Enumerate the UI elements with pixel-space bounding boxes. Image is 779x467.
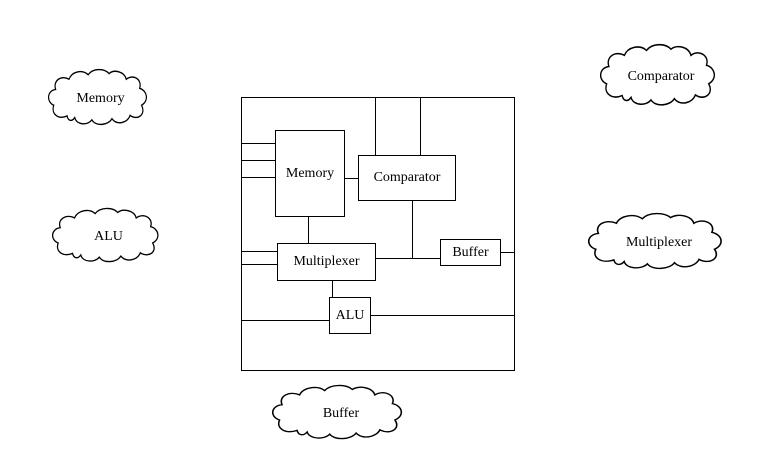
wire	[242, 264, 277, 265]
wire	[501, 252, 514, 253]
wire	[376, 258, 440, 259]
wire	[242, 251, 277, 252]
wire	[242, 143, 275, 144]
wire	[242, 320, 329, 321]
buffer-block: Buffer	[440, 239, 501, 266]
cloud-label-buffer[interactable]: Buffer	[272, 384, 410, 444]
cloud-label-multiplexer-text: Multiplexer	[625, 235, 693, 250]
wire	[242, 177, 275, 178]
cloud-shape	[600, 43, 715, 106]
cloud-label-multiplexer[interactable]: Multiplexer	[588, 212, 730, 274]
comparator-block: Comparator	[358, 155, 456, 201]
cloud-label-memory-text: Memory	[76, 91, 125, 106]
memory-block-label: Memory	[285, 165, 335, 181]
comparator-block-label: Comparator	[373, 170, 441, 185]
cloud-label-alu[interactable]: ALU	[52, 207, 165, 267]
wire	[371, 315, 514, 316]
cloud-label-buffer-text: Buffer	[322, 406, 360, 421]
wire	[242, 160, 275, 161]
alu-block: ALU	[329, 297, 371, 334]
cloud-shape	[48, 68, 147, 126]
wire	[332, 281, 333, 297]
buffer-block-label: Buffer	[452, 244, 489, 260]
wire	[420, 98, 421, 155]
cloud-label-comparator[interactable]: Comparator	[600, 43, 722, 111]
multiplexer-block: Multiplexer	[277, 243, 376, 281]
cloud-shape	[52, 207, 159, 263]
cloud-label-comparator-text: Comparator	[627, 69, 695, 84]
multiplexer-block-label: Multiplexer	[293, 254, 360, 269]
wire	[308, 217, 309, 243]
alu-block-label: ALU	[335, 307, 365, 323]
cloud-shape	[272, 384, 403, 440]
memory-block: Memory	[275, 130, 345, 217]
cloud-label-memory[interactable]: Memory	[48, 68, 153, 130]
cloud-shape	[588, 212, 722, 270]
cloud-label-alu-text: ALU	[94, 229, 123, 244]
wire	[412, 201, 413, 258]
wire	[345, 178, 358, 179]
wire	[375, 98, 376, 155]
